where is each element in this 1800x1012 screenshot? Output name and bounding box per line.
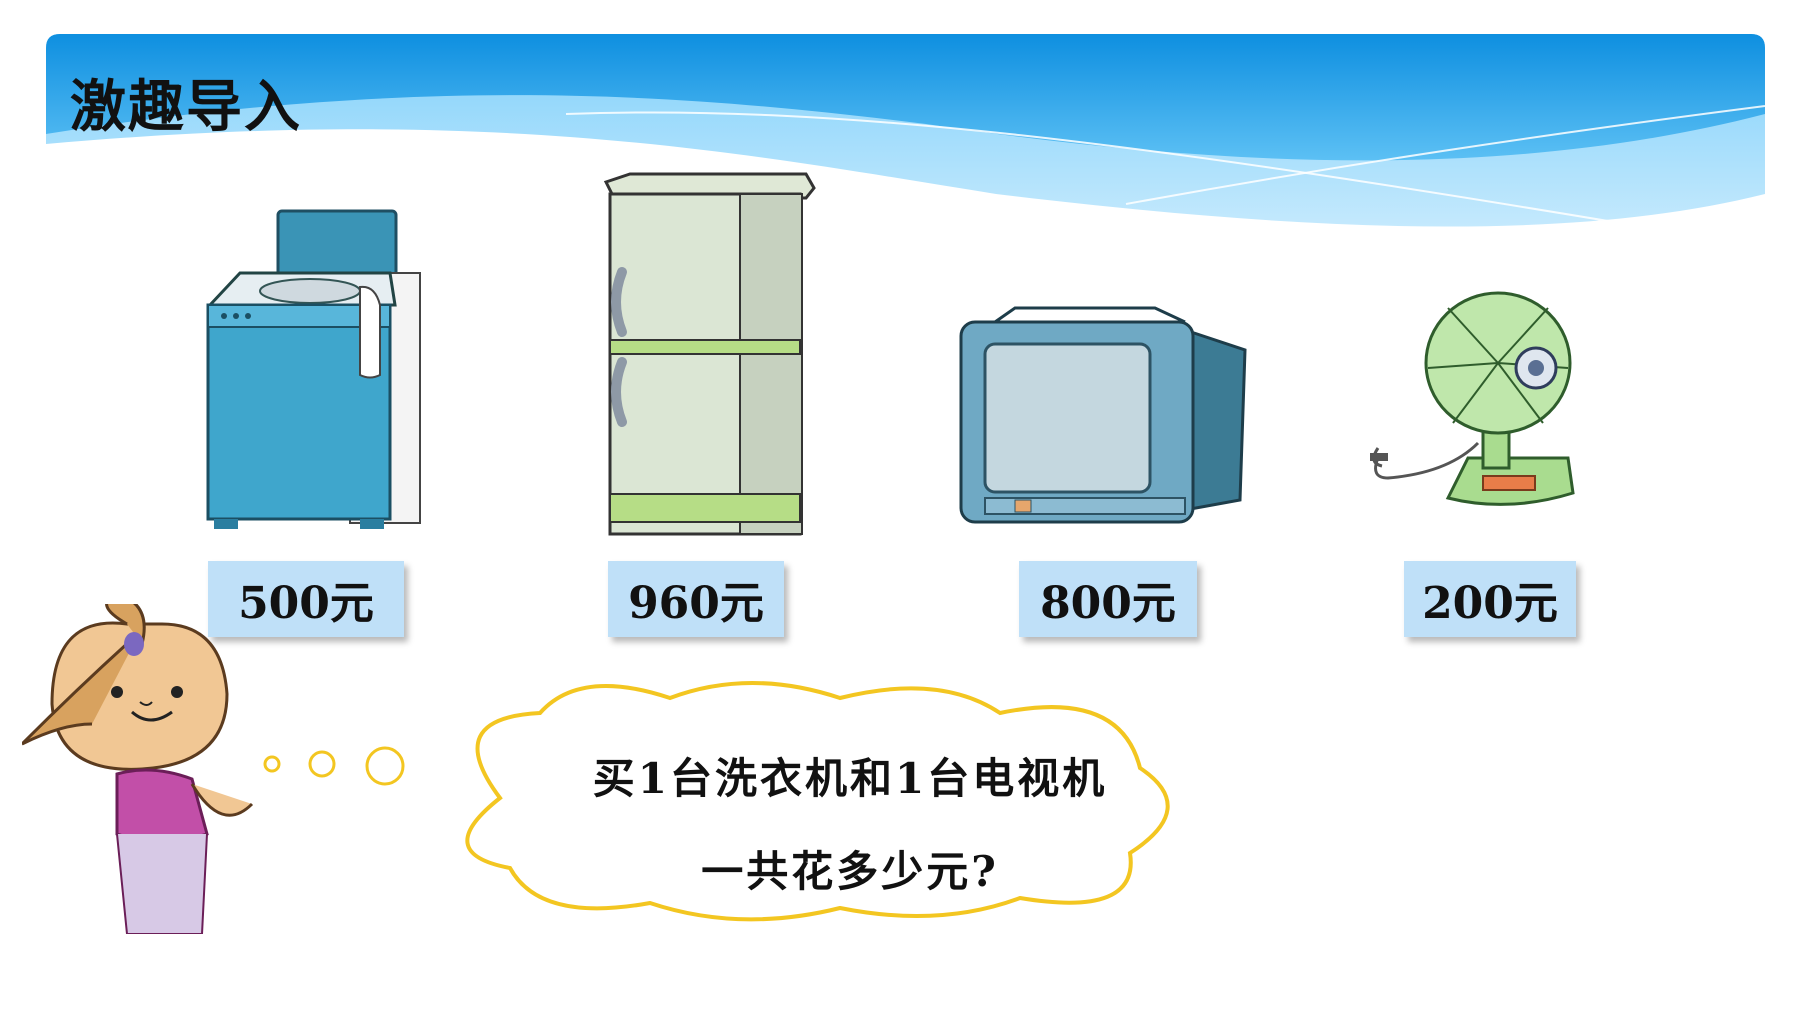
price-tag-washing-machine: 500元: [208, 561, 404, 637]
thought-bubble-line-1: 买1台洗衣机和1台电视机: [592, 754, 1108, 803]
price-tag-television: 800元: [1019, 561, 1197, 637]
price-tag-refrigerator: 960元: [608, 561, 784, 637]
girl-avatar: [22, 604, 254, 934]
television-icon: [959, 306, 1247, 524]
washing-machine-icon: [206, 209, 421, 529]
thought-dots: [263, 746, 405, 786]
thought-bubble-cloud: [465, 681, 1170, 922]
thought-bubble-line-2: 一共花多少元?: [701, 847, 999, 896]
page-title: 激趣导入: [70, 75, 302, 140]
price-tag-electric-fan: 200元: [1404, 561, 1576, 637]
electric-fan-icon: [1370, 291, 1575, 506]
refrigerator-icon: [603, 172, 816, 536]
header-banner: [46, 34, 1765, 227]
